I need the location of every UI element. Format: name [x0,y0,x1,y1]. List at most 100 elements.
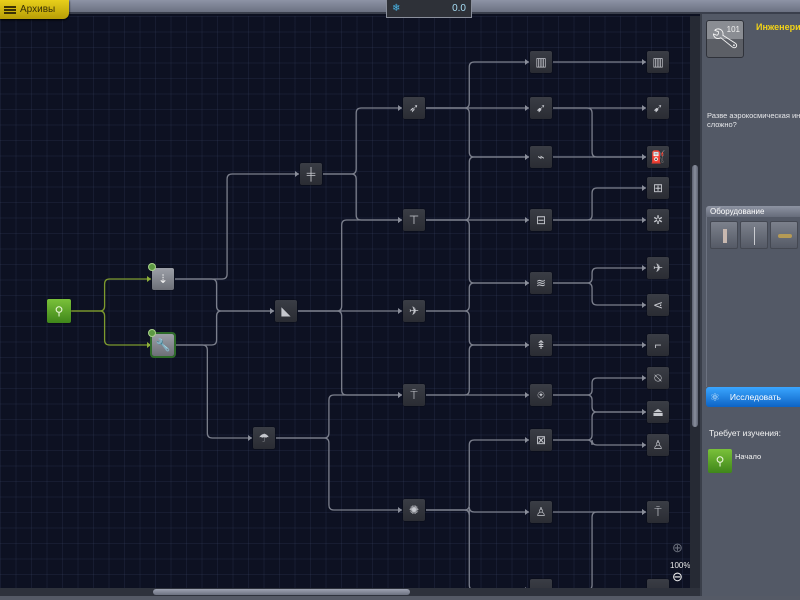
tech-node-engineering-101[interactable]: 🔧 [148,329,176,358]
equipment-slot-3[interactable] [770,221,798,249]
link-arrow [642,302,646,308]
gear-leg-icon: ⌐ [654,338,662,352]
tech-node-fuel-systems[interactable]: ⌁ [530,146,552,168]
tech-node-miniaturization[interactable]: ⍟ [530,384,552,406]
link-arrow [642,154,646,160]
tech-link [323,173,402,221]
tech-link [553,377,646,396]
link-arrow [398,217,402,223]
equipment-slot-1[interactable] [710,221,738,249]
tech-link [426,61,529,109]
tech-node-aerodynamics-2[interactable]: ⋖ [647,294,669,316]
tech-link [553,439,646,446]
tech-link [426,506,529,516]
tech-node-start[interactable]: ⚲ [47,299,71,323]
vertical-scrollbar[interactable] [690,16,700,588]
link-arrow [270,308,274,314]
tech-node-stability[interactable]: ◣ [275,300,297,322]
tech-node-aviation[interactable]: ✈ [403,300,425,322]
parachute-icon: ☂ [258,431,270,445]
link-arrow [525,587,527,588]
tech-node-advanced-construction[interactable]: ⊟ [530,209,552,231]
tech-node-science-tech[interactable]: ⍑ [403,384,425,406]
tech-link [426,439,529,511]
horizontal-scroll-thumb[interactable] [153,589,410,595]
link-arrow [525,437,529,443]
link-arrow [525,392,529,398]
tech-node-propulsion-systems[interactable]: ➹ [530,97,552,119]
start-icon[interactable]: ⚲ [708,449,732,473]
tech-link [276,394,402,439]
decoupler-icon [723,229,727,243]
tech-link [553,187,646,221]
tech-link [553,267,646,284]
link-arrow [642,185,646,191]
requirement-name: Начало [735,452,762,461]
tech-node-basic-science[interactable]: ✺ [403,499,425,521]
link-arrow [642,509,646,515]
research-button[interactable]: ⚛ Исследовать [706,387,800,407]
feather-icon: ➹ [652,101,664,115]
equipment-slot-2[interactable] [740,221,768,249]
tech-link [276,437,402,511]
tech-node-landing-gear[interactable]: ⌐ [647,334,669,356]
science-counter: ❄ 0.0 [386,0,472,18]
link-arrow [525,342,529,348]
tech-node-supersonic-flight[interactable]: ✈ [647,257,669,279]
research-button-label: Исследовать [729,392,781,402]
tech-link [175,310,274,346]
tech-node-flight-control[interactable]: ⍉ [647,367,669,389]
zoom-level: 100% [670,561,691,570]
tech-link [298,219,402,312]
node-cost: 101 [726,25,740,34]
link-arrow [525,59,529,65]
link-arrow [642,409,646,415]
tech-node-precision-propulsion[interactable]: ➹ [647,97,669,119]
equipment-header: Оборудование [706,206,800,217]
tech-node-electrics-2[interactable]: ⍑ [647,501,669,523]
archives-button[interactable]: Архивы [0,0,69,19]
tech-node-adv-exploration[interactable]: ♙ [647,434,669,456]
tech-node-general-construction[interactable]: ⊤ [403,209,425,231]
vertical-scroll-thumb[interactable] [692,165,698,427]
kerbal-icon: ♙ [535,505,547,519]
reaction-wheel-icon: ⍉ [654,370,662,385]
tech-node-advanced-rocketry[interactable]: ➶ [403,97,425,119]
node-title: Инженери [756,22,800,32]
zoom-in-icon[interactable]: ⊕ [672,540,683,555]
tech-link [71,278,151,312]
tech-node-heavy-rocketry[interactable]: ▥ [530,51,552,73]
tech-node-heavier-rocketry[interactable]: ▥ [647,51,669,73]
tech-link [426,156,529,221]
tech-node-electrics[interactable]: ⊠ [530,429,552,451]
tech-tree-canvas[interactable]: ⚲ ⇣ 🔧 ╪ ◣ ☂ ➶ ⊤ ✈ ⍑ ✺ ▥ ➹ ⌁ ⊟ ≋ ⇞ ⍟ ⊠ ♙ ▥ ➹ ⛽ ⊞ ✲ ✈ ⋖ ⌐ ⍉ ⏏ ♙ ⍑ ▰ ⌓ [0,16,690,588]
tech-node-landing[interactable]: ⇞ [530,334,552,356]
tech-node-specialized-construction[interactable]: ⊞ [647,177,669,199]
node-icon: 🔧︎ 101 [706,20,744,58]
zoom-out-icon[interactable]: ⊖ [672,569,683,584]
link-arrow [642,59,646,65]
tech-node-actuators[interactable]: ✲ [647,209,669,231]
tech-node-space-exploration[interactable]: ♙ [530,501,552,523]
tech-node-general-rocketry[interactable]: ╪ [300,163,322,185]
tech-node-basic-rocketry[interactable]: ⇣ [148,263,174,290]
requires-label: Требует изучения: [709,428,781,438]
link-arrow [642,105,646,111]
fuel-nozzle-icon: ⌁ [537,150,545,164]
link-arrow [525,154,529,160]
tech-node-partial-bottom-2[interactable]: ⌓ [647,579,669,588]
tech-node-fuel-station[interactable]: ⛽ [647,146,669,168]
tech-node-survivability[interactable]: ☂ [253,427,275,449]
tech-node-partial-bottom-1[interactable]: ▰ [530,579,552,588]
horizontal-scrollbar[interactable] [0,588,700,596]
probe-icon: ⍟ [537,387,545,402]
tech-node-command-modules[interactable]: ⏏ [647,401,669,423]
link-arrow [295,171,299,177]
wrench-icon: 🔧 [155,338,171,352]
tech-link [426,282,529,312]
docking-icon: ⊞ [652,181,664,195]
link-arrow [642,265,646,271]
link-arrow [525,509,529,515]
tech-node-aerodynamics[interactable]: ≋ [530,272,552,294]
